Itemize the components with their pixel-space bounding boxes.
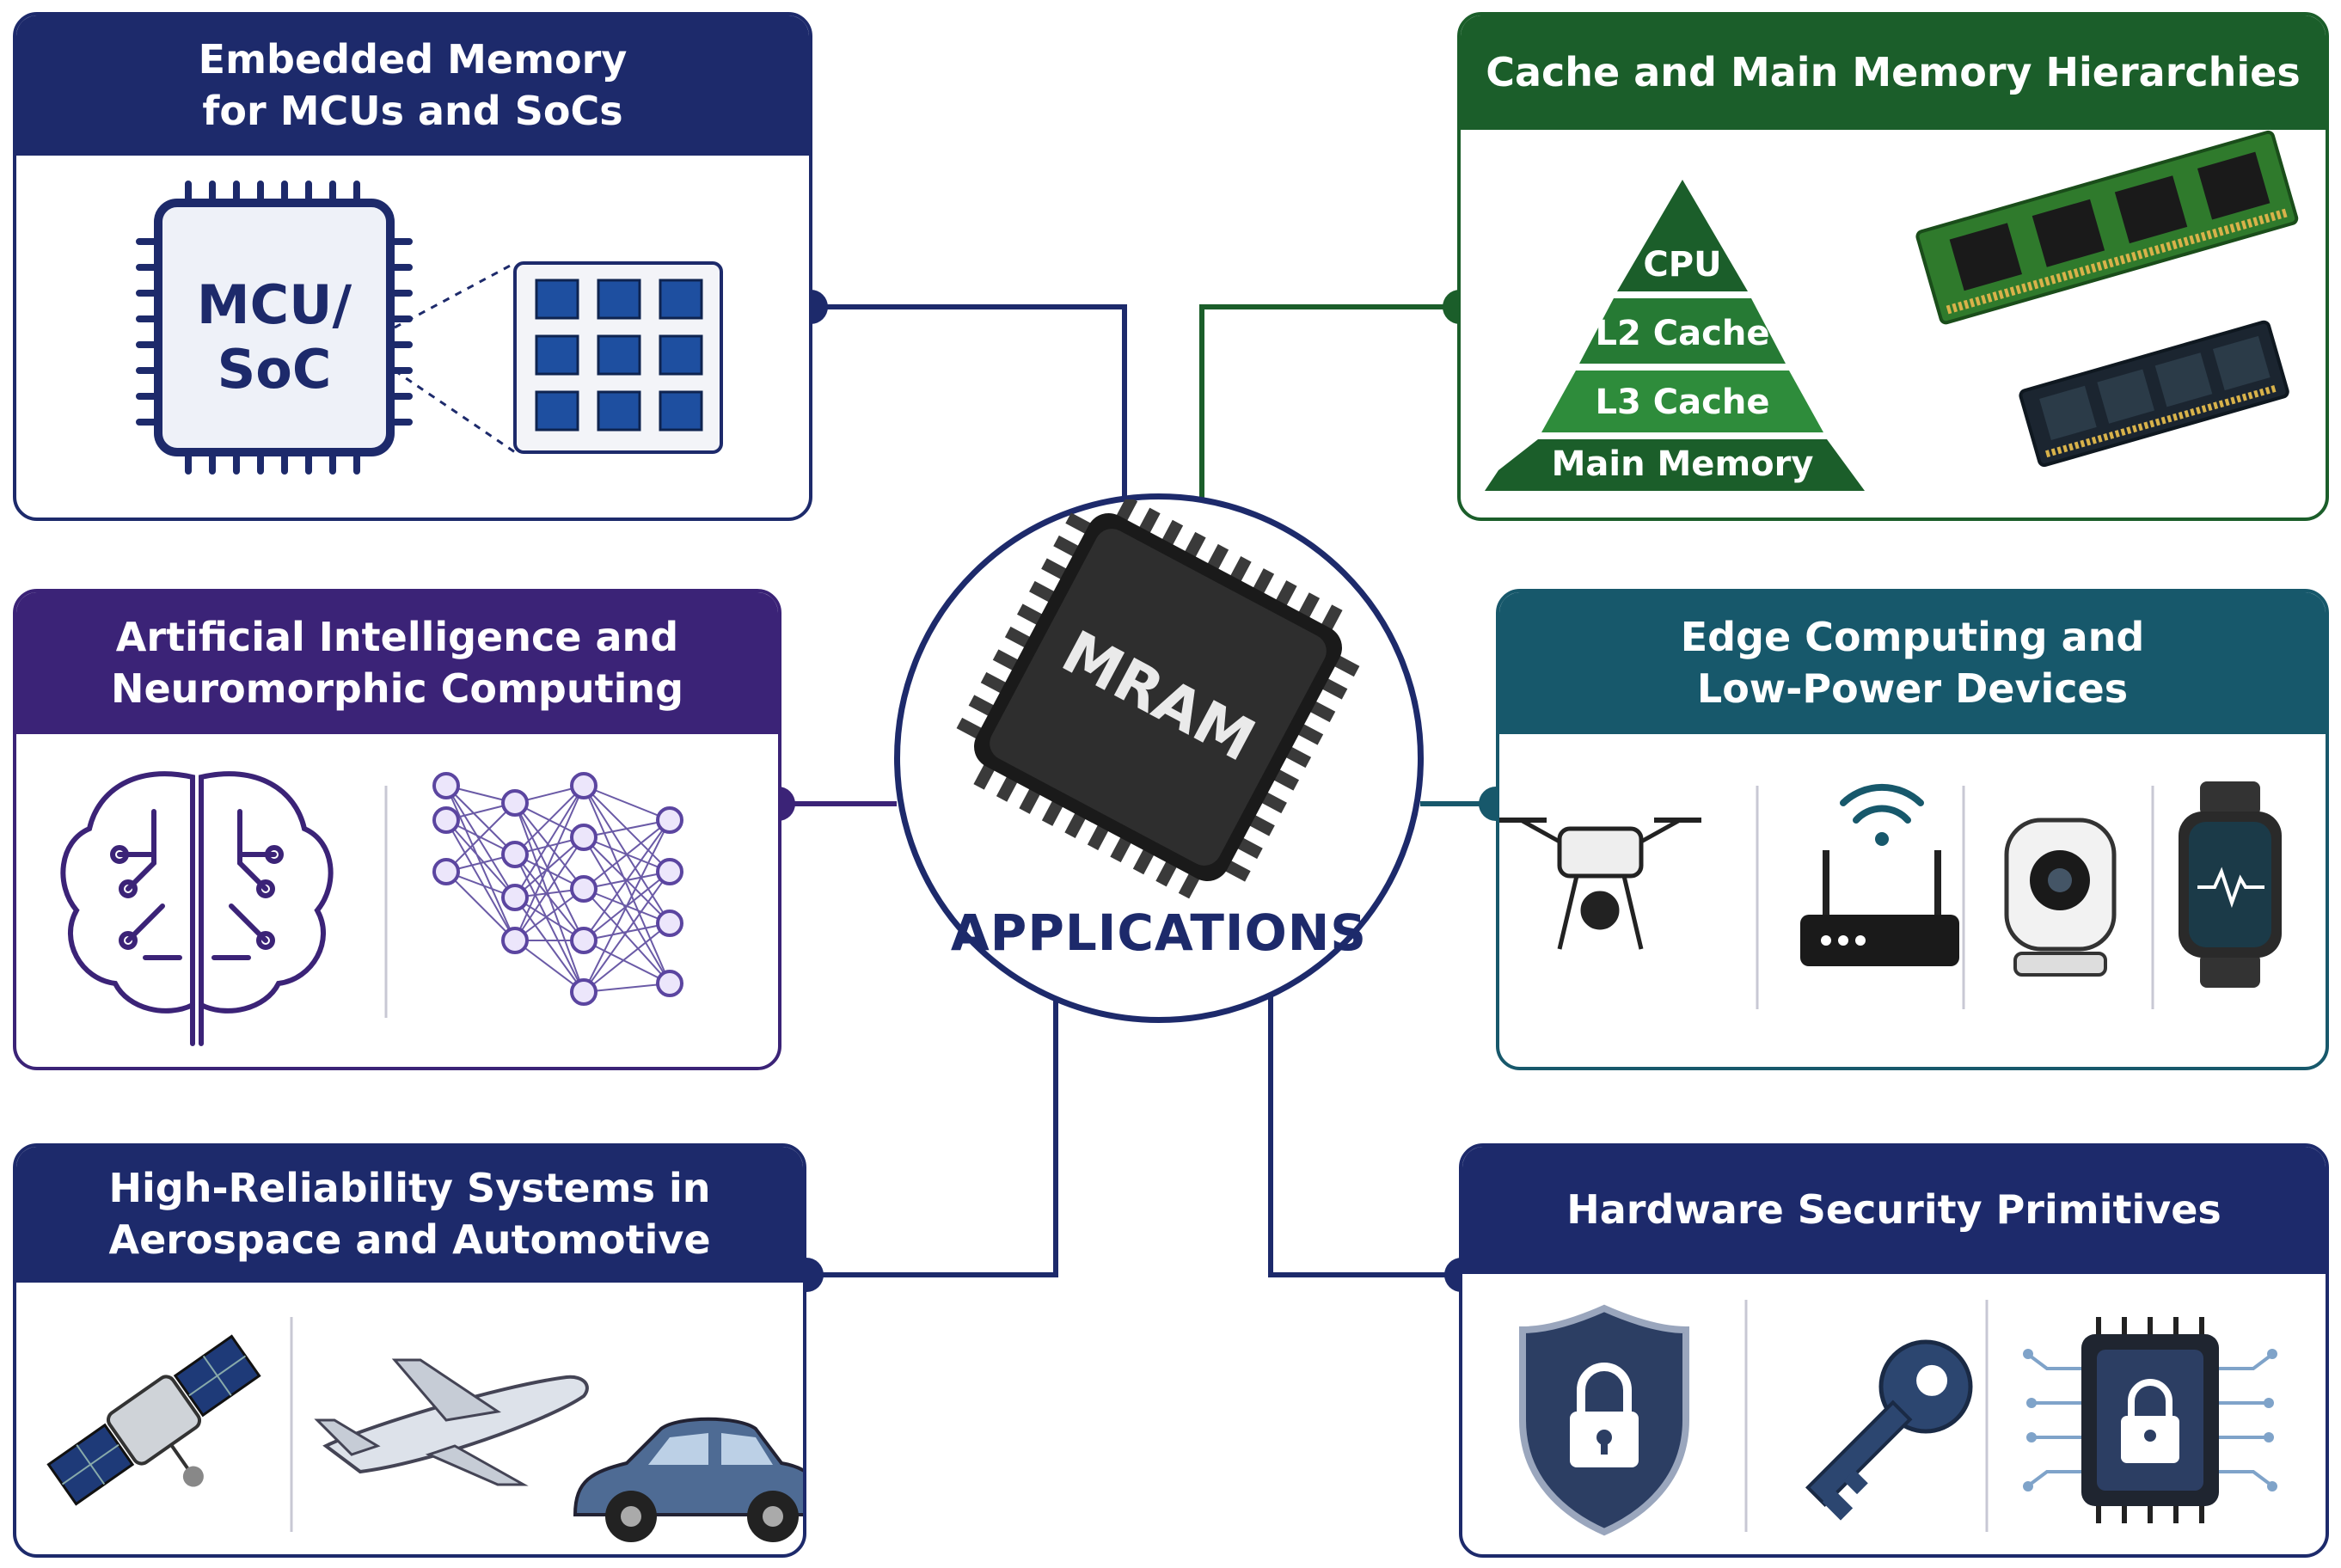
mram-chip-icon: MRAM [956,499,1360,899]
panel-hardware-security: Hardware Security Primitives [1459,1143,2329,1558]
panel-title-ai: Artificial Intelligence and Neuromorphic… [16,592,778,734]
pyramid-level-l3: L3 Cache [1596,383,1770,422]
panel-title-security: Hardware Security Primitives [1462,1147,2326,1274]
pyramid-level-l2: L2 Cache [1596,314,1770,353]
panel-edge-computing: Edge Computing and Low-Power Devices [1496,589,2329,1070]
airplane-icon [314,1358,589,1486]
panel-title-embedded: Embedded Memory for MCUs and SoCs [16,15,809,156]
neuron-node [570,772,598,799]
memory-array-icon [513,261,723,454]
memory-hierarchy-pyramid: CPU L2 Cache L3 Cache Main Memory [1485,180,1865,491]
panel-title-reliability: High-Reliability Systems in Aerospace an… [16,1147,803,1283]
panel-high-reliability: High-Reliability Systems in Aerospace an… [13,1143,806,1558]
neuron-node [432,858,460,885]
neuron-node [501,841,529,868]
security-camera-icon [2004,818,2117,977]
ram-module-icon [2019,320,2289,468]
neuron-node [570,875,598,903]
center-circle: MRAM APPLICATIONS [894,493,1424,1023]
neuron-node [656,806,683,834]
car-icon [573,1417,803,1542]
ram-module-icon [1915,130,2299,325]
connector-embedded [811,304,1127,499]
wifi-router-icon [1800,783,1959,966]
panel-ai-neuromorphic: Artificial Intelligence and Neuromorphic… [13,589,781,1070]
neuron-node [656,858,683,885]
memory-cell [597,390,641,432]
neuron-node [501,927,529,954]
pyramid-level-main: Main Memory [1552,444,1814,484]
smartwatch-icon [2179,781,2282,988]
satellite-icon [46,1334,261,1506]
memory-cell [659,279,703,320]
neuron-node [570,978,598,1006]
mcu-label-line2: SoC [218,338,332,401]
neuron-node [656,910,683,937]
neuron-node [570,824,598,851]
drone-icon [1499,818,1701,950]
memory-cell [597,279,641,320]
connector-reliability [806,989,1058,1277]
memory-cell [597,334,641,376]
memory-cell [535,334,579,376]
neural-network-icon [432,772,683,1006]
neuron-node [501,884,529,911]
neuron-node [570,927,598,954]
memory-cell [535,390,579,432]
panel-embedded-memory: Embedded Memory for MCUs and SoCs MCU/ S… [13,12,812,521]
memory-cell [659,390,703,432]
key-icon [1805,1339,1973,1521]
neuron-node [501,789,529,817]
neuron-node [432,772,460,799]
center-caption: APPLICATIONS [950,903,1368,962]
shield-lock-icon [1519,1304,1689,1536]
panel-title-edge: Edge Computing and Low-Power Devices [1499,592,2326,734]
connector-security [1268,989,1462,1277]
panel-title-cache: Cache and Main Memory Hierarchies [1461,15,2326,130]
neuron-node [656,970,683,997]
secure-chip-icon [2023,1317,2277,1523]
mcu-chip-icon: MCU/ SoC [136,181,413,475]
neuron-node [432,806,460,834]
brain-circuit-icon [60,771,334,1046]
pyramid-level-cpu: CPU [1643,245,1721,285]
memory-cell [659,334,703,376]
mcu-label-line1: MCU/ [197,273,352,336]
connector-cache [1199,304,1460,499]
panel-cache-hierarchy: Cache and Main Memory Hierarchies CPU L2… [1457,12,2329,521]
memory-cell [535,279,579,320]
